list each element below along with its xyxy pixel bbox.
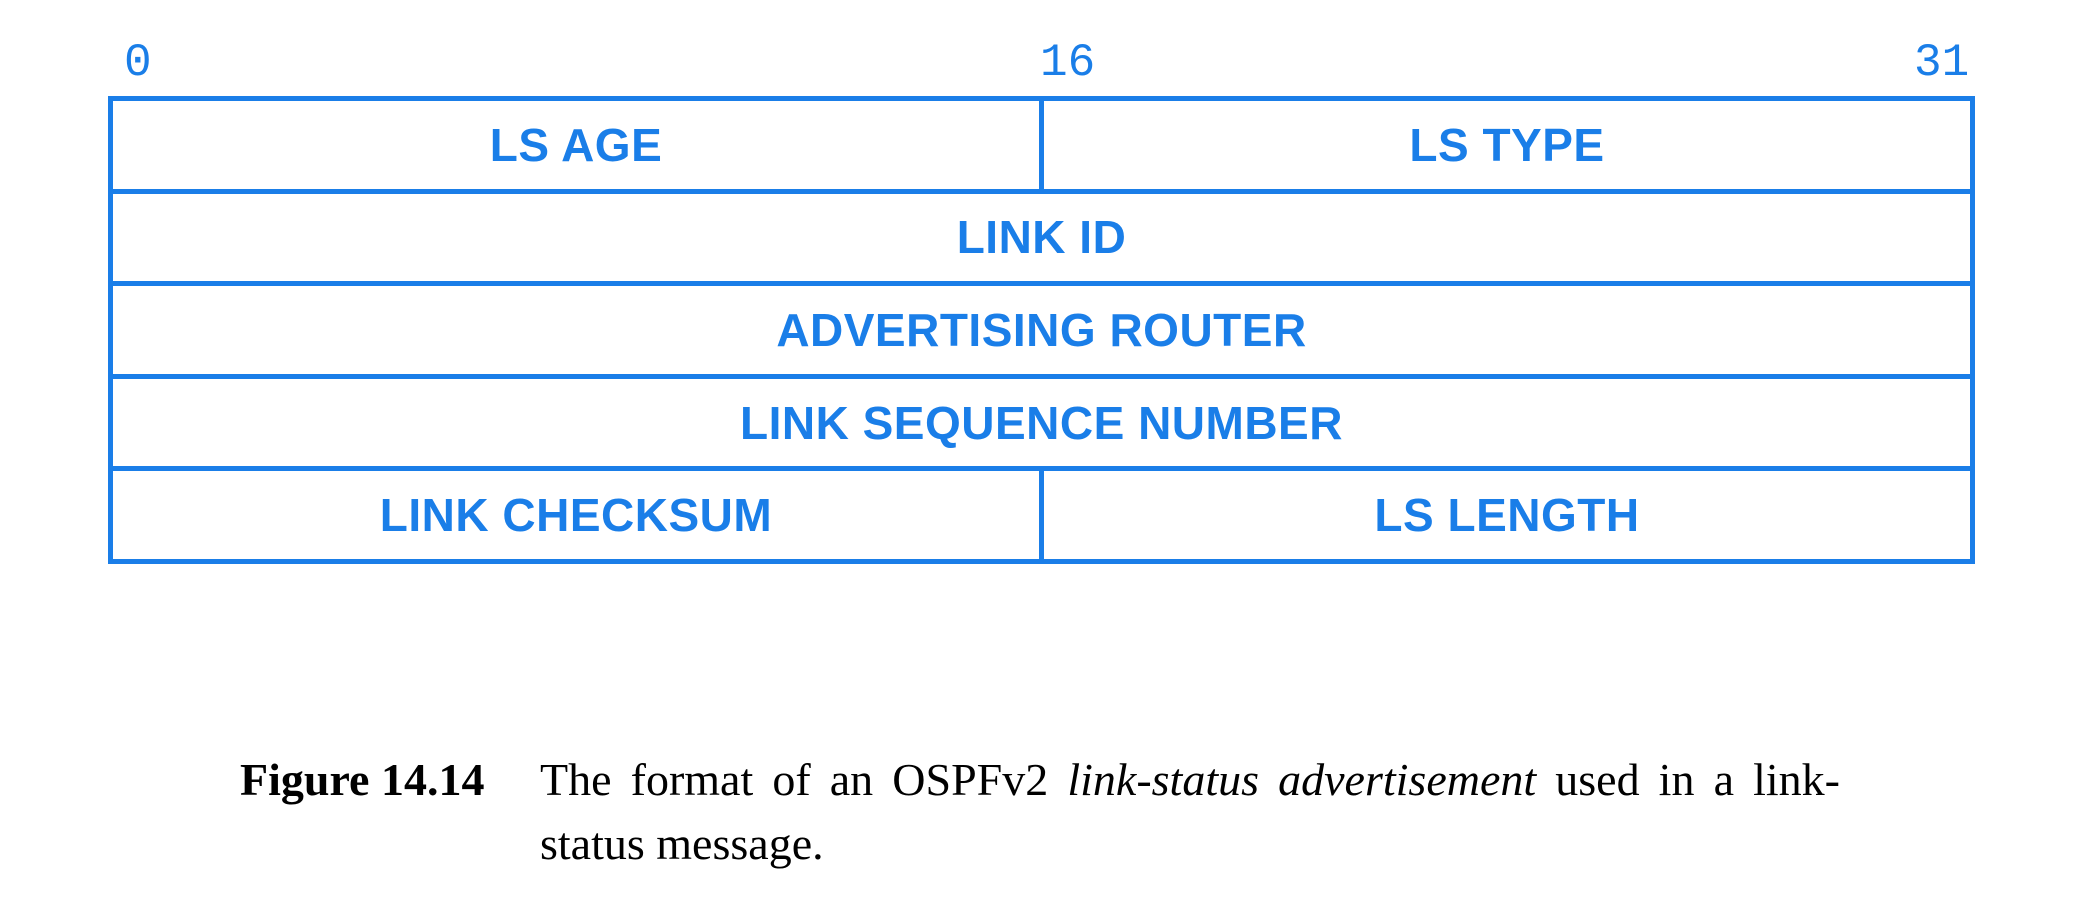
figure-number: Figure 14.14	[240, 754, 485, 805]
row-link-id: LINK ID	[113, 194, 1970, 287]
caption-text-before: The format of an OSPFv2	[540, 754, 1068, 805]
bit-label-16: 16	[1040, 37, 1096, 89]
field-ls-length: LS LENGTH	[1039, 471, 1970, 559]
row-checksum-length: LINK CHECKSUM LS LENGTH	[113, 471, 1970, 559]
figure-caption: Figure 14.14 The format of an OSPFv2 lin…	[240, 748, 1840, 876]
bit-label-31: 31	[1914, 37, 1970, 89]
field-link-sequence-number: LINK SEQUENCE NUMBER	[740, 396, 1343, 449]
caption-text: The format of an OSPFv2 link-status adve…	[540, 748, 1840, 876]
row-age-type: LS AGE LS TYPE	[113, 101, 1970, 194]
field-link-checksum: LINK CHECKSUM	[379, 489, 773, 542]
field-link-id: LINK ID	[956, 211, 1127, 264]
row-advertising-router: ADVERTISING ROUTER	[113, 286, 1970, 379]
row-link-sequence-number: LINK SEQUENCE NUMBER	[113, 379, 1970, 472]
field-ls-age: LS AGE	[489, 118, 663, 171]
caption-text-italic: link-status advertisement	[1067, 754, 1537, 805]
lsa-format-diagram: LS AGE LS TYPE LINK ID ADVERTISING ROUTE…	[108, 96, 1975, 564]
bit-label-0: 0	[124, 37, 152, 89]
field-advertising-router: ADVERTISING ROUTER	[776, 303, 1307, 356]
field-ls-type: LS TYPE	[1039, 101, 1970, 189]
caption-text-after: used in a link-status message.	[540, 754, 1840, 869]
